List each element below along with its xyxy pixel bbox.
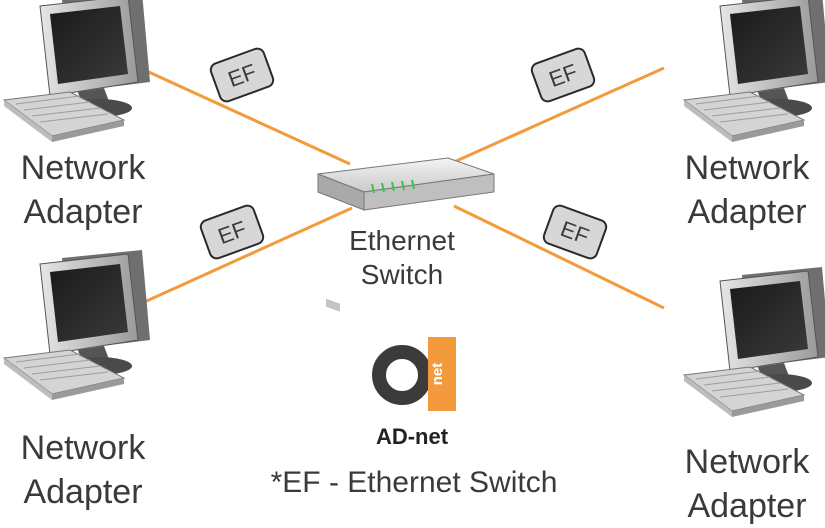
node-label-top-left: Network Adapter: [0, 146, 178, 234]
switch-label-line1: Ethernet: [349, 225, 455, 256]
node-label-line1: Network: [684, 443, 810, 481]
ef-tag-box: [199, 204, 265, 260]
link-line: [139, 206, 353, 306]
logo-mark-text: net: [429, 363, 446, 386]
link-line: [453, 204, 665, 310]
footnote: *EF - Ethernet Switch: [270, 466, 558, 499]
node-label-bottom-right: Network Adapter: [652, 440, 825, 528]
ef-tag-box: [209, 47, 275, 103]
ef-tag: EF: [530, 47, 596, 103]
node-label-line1: Network: [20, 429, 146, 467]
node-label-line2: Adapter: [687, 193, 807, 231]
node-label-line2: Adapter: [23, 193, 143, 231]
ef-tag: EF: [209, 47, 275, 103]
brand-name: AD-net: [375, 424, 449, 449]
ef-tag-box: [542, 204, 608, 260]
link-line: [453, 66, 665, 164]
ef-tag: EF: [199, 204, 265, 260]
node-label-bottom-left: Network Adapter: [0, 426, 178, 514]
switch-label: Ethernet Switch: [312, 224, 492, 292]
links-layer: [139, 66, 665, 310]
node-label-top-right: Network Adapter: [652, 146, 825, 234]
switch-label-line2: Switch: [360, 259, 444, 290]
computer-icon: [683, 0, 825, 143]
node-label-line2: Adapter: [687, 487, 807, 525]
ad-net-logo: net: [372, 337, 456, 411]
ef-tag: EF: [542, 204, 608, 260]
node-label-line1: Network: [20, 149, 146, 187]
computer-icon: [3, 0, 151, 143]
ef-tag-box: [530, 47, 596, 103]
node-label-line2: Adapter: [23, 473, 143, 511]
node-label-line1: Network: [684, 149, 810, 187]
network-diagram: EF EF EF EF net: [3, 0, 825, 418]
link-line: [139, 66, 351, 166]
computer-icon: [3, 249, 151, 401]
computer-icon: [683, 266, 825, 418]
ethernet-switch-icon: [317, 157, 495, 312]
